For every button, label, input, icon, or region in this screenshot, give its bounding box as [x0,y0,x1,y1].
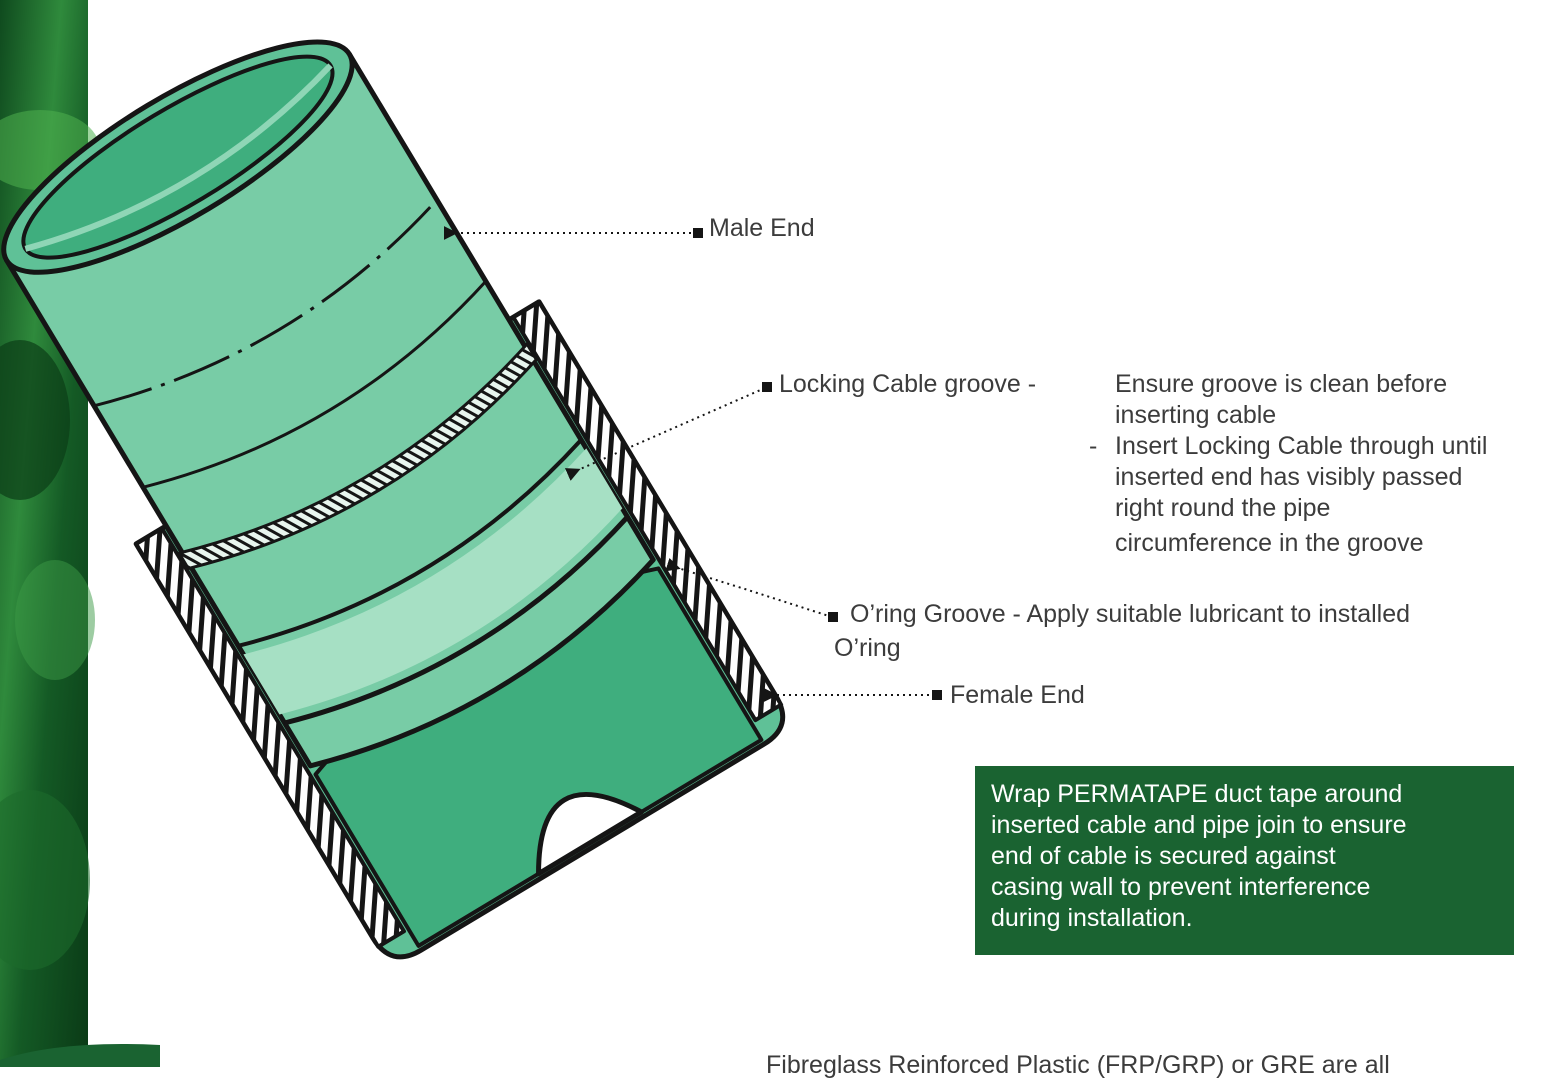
callout-line-3: end of cable is secured against [991,841,1500,872]
callout-line-1: Wrap PERMATAPE duct tape around [991,779,1500,810]
oring-groove-label: O’ring Groove - Apply suitable lubricant… [850,599,1410,629]
callout-line-2: inserted cable and pipe join to ensure [991,810,1500,841]
marker-locking-cable [762,382,772,392]
note-1-line-1: Ensure groove is clean before [1115,369,1487,400]
male-end-label: Male End [709,213,815,243]
marker-female-end [932,690,942,700]
oring-groove-label-line2: O’ring [834,633,901,663]
note-2-line-4: circumference in the groove [1115,528,1487,559]
permatape-callout: Wrap PERMATAPE duct tape around inserted… [975,766,1514,955]
callout-line-5: during installation. [991,903,1500,934]
note-2-line-2: inserted end has visibly passed [1115,462,1487,493]
marker-oring-groove [828,612,838,622]
locking-cable-notes: Ensure groove is clean before inserting … [1115,369,1487,559]
note-2-dash: - [1089,431,1097,462]
footer-text: Fibreglass Reinforced Plastic (FRP/GRP) … [766,1050,1390,1080]
female-end-label: Female End [950,680,1085,710]
callout-line-4: casing wall to prevent interference [991,872,1500,903]
locking-cable-groove-label: Locking Cable groove - [779,369,1036,399]
pipe-illustration [0,0,794,968]
marker-male-end [693,228,703,238]
note-2-line-3: right round the pipe [1115,493,1487,524]
note-1-line-2: inserting cable [1115,400,1487,431]
note-2-line-1: Insert Locking Cable through until [1115,432,1487,460]
